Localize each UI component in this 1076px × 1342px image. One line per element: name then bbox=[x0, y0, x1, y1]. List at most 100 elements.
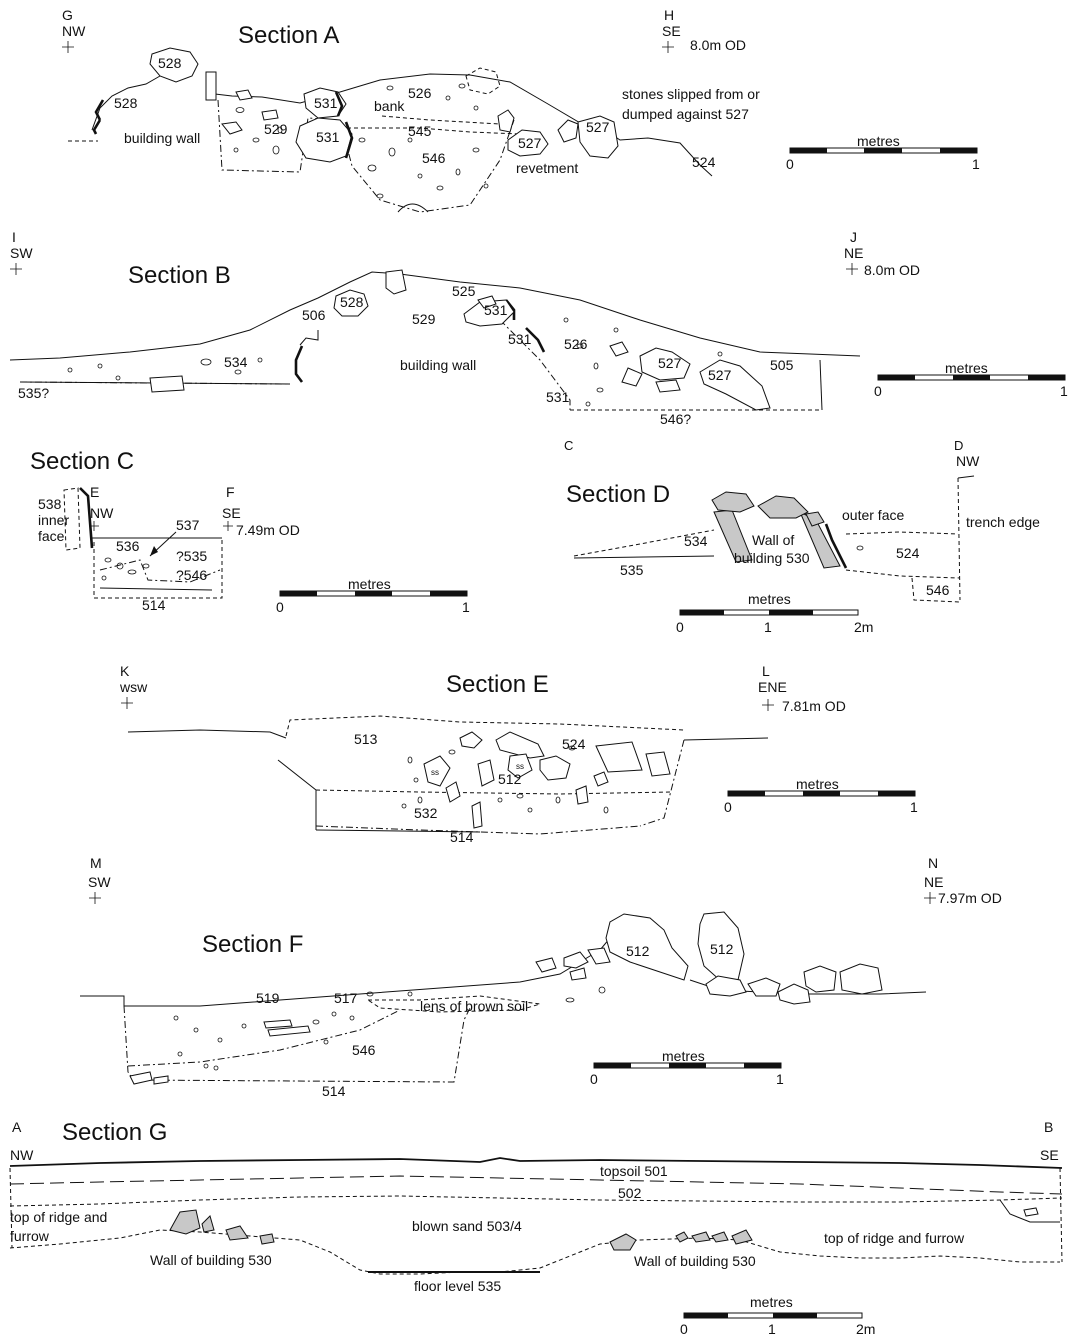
context-526: 526 bbox=[408, 85, 432, 101]
wall-stone bbox=[169, 1209, 201, 1235]
context-527-mid: 527 bbox=[518, 135, 542, 151]
stone-slab bbox=[129, 1071, 153, 1085]
section-a: G NW Section A H SE 8.0m OD bbox=[62, 7, 980, 213]
scale-bar: metres 0 1 2m bbox=[676, 591, 873, 635]
section-f-left-point: M bbox=[90, 855, 102, 871]
ground-surface-line bbox=[845, 531, 959, 535]
stone-527-a bbox=[639, 347, 691, 381]
context-513: 513 bbox=[354, 731, 378, 747]
scale-bar-tick: 2m bbox=[856, 1321, 875, 1337]
scale-bar-unit: metres bbox=[348, 576, 391, 592]
section-b-right-dir: NE bbox=[844, 245, 863, 261]
context-524: 524 bbox=[562, 736, 586, 752]
context-545: 545 bbox=[408, 123, 432, 139]
scale-bar-tick: 1 bbox=[776, 1071, 784, 1087]
wall-profile-line bbox=[91, 75, 161, 131]
survey-cross-icon bbox=[121, 697, 133, 709]
lens-label: lens of brown soil bbox=[420, 998, 528, 1014]
context-524: 524 bbox=[896, 545, 920, 561]
stone-small bbox=[609, 341, 629, 357]
scale-bar-tick: 0 bbox=[676, 619, 684, 635]
stone bbox=[539, 755, 571, 781]
section-d: C Section D D NW 534 535 Wall of buildin… bbox=[564, 438, 1040, 635]
ground-surface-line bbox=[9, 1157, 1063, 1169]
floor-level-label: floor level 535 bbox=[414, 1278, 501, 1294]
coping-stone bbox=[757, 495, 809, 519]
stone-post bbox=[205, 71, 217, 101]
cut-boundary-line bbox=[217, 99, 515, 213]
layer-boundary-524 bbox=[845, 569, 961, 579]
arrow-head-icon bbox=[150, 546, 158, 556]
wall-stone bbox=[225, 1225, 249, 1241]
lens-outline bbox=[366, 995, 541, 1013]
wall-profile-line bbox=[299, 330, 319, 346]
stone bbox=[563, 951, 589, 969]
stone-527-b bbox=[699, 359, 771, 411]
context-546: 546? bbox=[660, 411, 691, 427]
section-g-title: Section G bbox=[62, 1119, 167, 1146]
coping-stone bbox=[805, 511, 825, 527]
stone-upright bbox=[471, 801, 483, 829]
section-f-left-dir: SW bbox=[88, 874, 111, 890]
survey-cross-icon bbox=[223, 521, 233, 531]
ground-surface-line bbox=[127, 729, 769, 741]
trench-edge-label: trench edge bbox=[966, 514, 1040, 530]
scale-bar: metres 0 1 bbox=[590, 1048, 784, 1087]
layer-boundary-546 bbox=[127, 1009, 401, 1067]
scale-bar-tick: 0 bbox=[786, 156, 794, 172]
stones-note-line1: stones slipped from or bbox=[622, 86, 760, 102]
stone bbox=[477, 759, 495, 787]
section-c-right-dir: SE bbox=[222, 505, 241, 521]
stone-slab bbox=[263, 1019, 293, 1029]
scale-bar-tick: 1 bbox=[972, 156, 980, 172]
context-537: 537 bbox=[176, 517, 200, 533]
section-f-title: Section F bbox=[202, 931, 303, 958]
section-d-title: Section D bbox=[566, 481, 670, 508]
stone bbox=[569, 967, 587, 981]
stones-note-line2: dumped against 527 bbox=[622, 106, 749, 122]
ridge-furrow-line bbox=[9, 1229, 1060, 1275]
stone-small bbox=[621, 367, 643, 387]
context-535: ?535 bbox=[176, 548, 207, 564]
survey-cross-icon bbox=[762, 699, 774, 711]
scale-bar-tick: 0 bbox=[724, 799, 732, 815]
stone-small bbox=[221, 121, 243, 135]
face-label: face bbox=[38, 528, 65, 544]
cut-side-line bbox=[277, 759, 317, 830]
section-a-right-point: H bbox=[664, 7, 674, 23]
scale-bar-unit: metres bbox=[857, 133, 900, 149]
context-529: 529 bbox=[264, 121, 288, 137]
scale-bar-tick: 1 bbox=[764, 619, 772, 635]
section-c: Section C E NW F SE 7.49m OD 538 inner f… bbox=[30, 448, 470, 615]
section-b-left-dir: SW bbox=[10, 245, 33, 261]
context-527-right: 527 bbox=[586, 119, 610, 135]
context-529: 529 bbox=[412, 311, 436, 327]
context-535: 535 bbox=[620, 562, 644, 578]
section-a-left-dir: NW bbox=[62, 23, 86, 39]
context-531-top: 531 bbox=[314, 95, 338, 111]
section-a-left-point: G bbox=[62, 7, 73, 23]
section-edge-line bbox=[9, 1167, 1063, 1263]
stone-small bbox=[261, 109, 279, 121]
stone-small bbox=[477, 295, 497, 309]
layer-boundary-502 bbox=[9, 1195, 1063, 1207]
outer-face-label: outer face bbox=[842, 507, 904, 523]
scale-bar-tick: 0 bbox=[276, 599, 284, 615]
ridge-left-label-line2: furrow bbox=[10, 1228, 50, 1244]
section-b-right-point: J bbox=[850, 229, 857, 245]
section-c-datum: 7.49m OD bbox=[236, 522, 300, 538]
section-e-datum: 7.81m OD bbox=[782, 698, 846, 714]
stone bbox=[777, 983, 811, 1005]
wall-right-label: Wall of building 530 bbox=[634, 1253, 756, 1269]
stone bbox=[1023, 1207, 1039, 1217]
layer-boundary-501 bbox=[9, 1175, 1063, 1195]
stone-512-a bbox=[605, 913, 689, 981]
context-519: 519 bbox=[256, 990, 280, 1006]
wall-stone bbox=[201, 1215, 215, 1233]
context-527-a: 527 bbox=[658, 355, 682, 371]
stone bbox=[535, 957, 557, 973]
stone-small bbox=[385, 269, 407, 295]
scale-bar-tick: 0 bbox=[874, 383, 882, 399]
layer-boundary-534 bbox=[573, 529, 715, 557]
